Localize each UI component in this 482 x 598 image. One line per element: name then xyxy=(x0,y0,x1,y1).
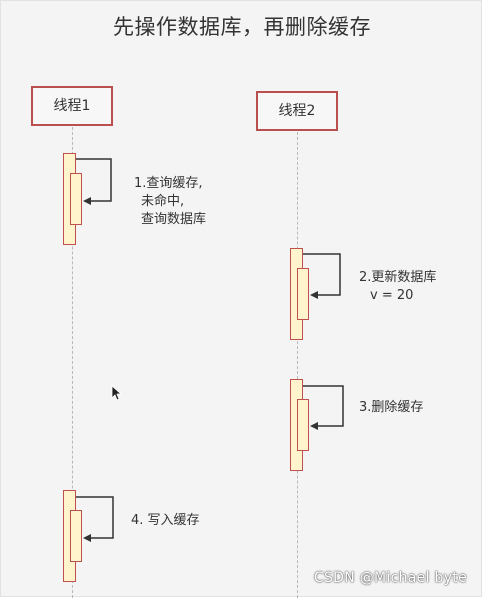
activation-step4-inner xyxy=(70,510,82,562)
actor-thread1: 线程1 xyxy=(31,86,113,126)
actor-thread2: 线程2 xyxy=(256,91,338,131)
watermark: CSDN @Michael byte xyxy=(313,570,467,586)
step3-line1: 3.删除缓存 xyxy=(359,400,424,415)
activation-step1-inner xyxy=(70,173,82,225)
step2-label: 2.更新数据库 v = 20 xyxy=(359,269,436,305)
lifeline-thread2 xyxy=(297,132,298,598)
self-call-arrow-step3 xyxy=(303,385,344,430)
step2-line2: v = 20 xyxy=(370,288,414,303)
diagram-title: 先操作数据库，再删除缓存 xyxy=(113,15,371,39)
step3-label: 3.删除缓存 xyxy=(359,399,423,417)
self-call-arrow-step4 xyxy=(76,496,114,542)
step4-label: 4. 写入缓存 xyxy=(131,512,200,530)
mouse-cursor-icon xyxy=(111,385,123,401)
step4-line1: 4. 写入缓存 xyxy=(131,513,200,528)
step1-line2: 未命中, xyxy=(141,194,185,209)
lifeline-thread1 xyxy=(72,127,73,598)
self-call-arrow-step1 xyxy=(76,158,112,205)
activation-step3-inner xyxy=(297,399,309,451)
step1-line3: 查询数据库 xyxy=(141,212,207,227)
step2-line1: 2.更新数据库 xyxy=(359,270,437,285)
self-call-arrow-step2 xyxy=(303,253,341,299)
activation-step2-inner xyxy=(297,268,309,320)
step1-line1: 1.查询缓存, xyxy=(134,176,203,191)
step1-label: 1.查询缓存, 未命中, 查询数据库 xyxy=(134,175,206,229)
